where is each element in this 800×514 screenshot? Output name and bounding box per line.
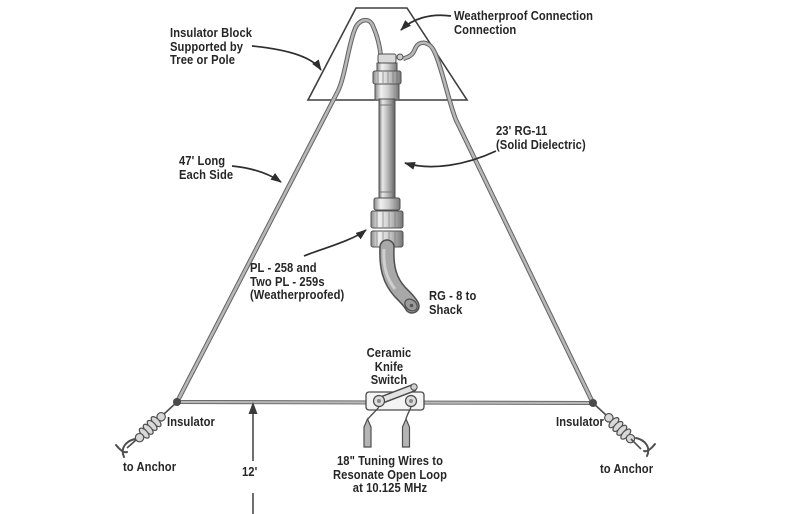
arrow-side-length [231, 165, 282, 183]
antenna-wire-left [174, 17, 384, 404]
tuning-wire-right [401, 406, 412, 448]
arrow-pl-connectors [303, 229, 367, 257]
junction-dot-left [173, 398, 181, 406]
label-pl-connectors: PL - 258 and Two PL - 259s (Weatherproof… [250, 260, 345, 303]
label-height-dimension: 12' [242, 464, 258, 479]
insulator-left-graphic [126, 401, 178, 449]
label-insulator-block: Insulator Block Supported by Tree or Pol… [170, 25, 253, 68]
label-rg8: RG - 8 to Shack [429, 288, 477, 317]
label-knife-switch: Ceramic Knife Switch [366, 345, 412, 388]
dimension-line-12ft [248, 402, 258, 514]
antenna-wire-right [401, 40, 596, 405]
label-anchor-left: to Anchor [123, 459, 177, 474]
tuning-wire-left [363, 406, 380, 448]
label-weatherproof-connection: Weatherproof Connection Connection [454, 8, 594, 37]
label-insulator-left: Insulator [167, 414, 215, 429]
rg8-cable [379, 239, 420, 314]
rg11-cable [378, 98, 396, 199]
label-anchor-right: to Anchor [600, 461, 654, 476]
arrow-insulator-block [251, 45, 322, 71]
label-tuning-wires: 18" Tuning Wires to Resonate Open Loop a… [333, 453, 447, 496]
anchor-hook-right [635, 437, 656, 457]
label-rg11: 23' RG-11 (Solid Dielectric) [496, 123, 586, 152]
label-insulator-right: Insulator [556, 414, 604, 429]
pl-connector-stack [370, 197, 404, 248]
coax-connector-top [372, 53, 404, 101]
junction-dot-right [589, 399, 597, 407]
knife-switch [365, 383, 425, 411]
arrow-rg11 [404, 150, 497, 170]
insulator-right-graphic [592, 402, 642, 450]
label-side-length: 47' Long Each Side [179, 153, 234, 182]
anchor-hook-left [115, 438, 136, 458]
arrow-weatherproof [400, 14, 452, 31]
